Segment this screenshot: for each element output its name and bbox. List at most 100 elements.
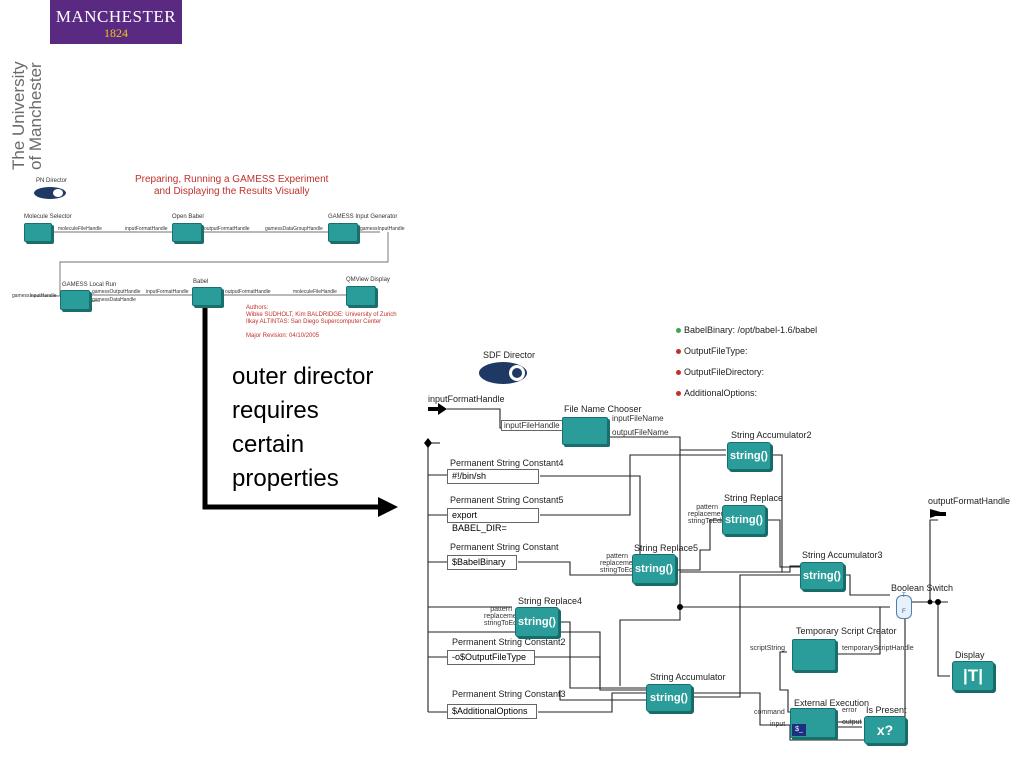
actor-label-babel: Babel — [193, 279, 209, 285]
port-label: gamessDataHandle — [92, 297, 136, 303]
string-accumulator-label: String Accumulator — [650, 672, 726, 682]
string-accumulator2-label: String Accumulator2 — [731, 430, 812, 440]
input-file-handle-box: inputFileHandle — [501, 420, 563, 431]
string-accumulator2-actor[interactable]: string() — [727, 442, 771, 470]
actor-open-babel[interactable] — [172, 223, 202, 242]
file-name-chooser-label: File Name Chooser — [564, 404, 642, 414]
is-present-label: Is Present — [866, 705, 907, 715]
boolean-switch-label: Boolean Switch — [891, 583, 954, 593]
actor-label-openbabel: Open Babel — [172, 214, 204, 220]
string-replace5-actor[interactable]: string() — [632, 554, 676, 584]
port-label: outputFormatHandle — [225, 289, 271, 295]
psc5-value[interactable]: export BABEL_DIR= — [447, 508, 539, 533]
port-label: replacement — [600, 560, 639, 567]
param-dot — [676, 349, 681, 355]
param-output-file-type[interactable]: OutputFileType: — [676, 346, 748, 356]
external-execution-actor[interactable]: $_ — [790, 708, 836, 738]
psc3-label: Permanent String Constant3 — [452, 689, 566, 699]
temp-script-creator-actor[interactable] — [792, 639, 836, 671]
string-replace-actor[interactable]: string() — [722, 505, 766, 535]
port-label: error — [842, 707, 857, 714]
display-label: Display — [955, 650, 985, 660]
port-label: replacement — [484, 613, 523, 620]
port-label: inputFormatHandle — [146, 289, 189, 295]
port-label: outputFileName — [612, 428, 669, 437]
param-additional-options[interactable]: AdditionalOptions: — [676, 388, 757, 398]
string-accumulator-actor[interactable]: string() — [646, 684, 692, 712]
param-dot — [676, 328, 681, 334]
port-label: temporaryScriptHandle — [842, 645, 914, 652]
port-label: pattern — [696, 504, 718, 511]
psc-label: Permanent String Constant — [450, 542, 559, 552]
switch-true-port: T — [902, 593, 906, 599]
logo-text: MANCHESTER — [55, 7, 177, 26]
string-replace5-label: String Replace5 — [634, 543, 699, 553]
port-label: inputFileName — [612, 414, 664, 423]
actor-label-gamessgen: GAMESS Input Generator — [328, 214, 398, 220]
actor-gamess-input-generator[interactable] — [328, 223, 358, 242]
sr-ports: pattern replacement stringToEdit — [688, 504, 727, 525]
param-babel-binary[interactable]: BabelBinary: /opt/babel-1.6/babel — [676, 325, 817, 335]
port-label: outputFormatHandle — [204, 226, 250, 232]
psc2-label: Permanent String Constant2 — [452, 637, 566, 647]
param-label: OutputFileType: — [684, 346, 748, 356]
psc-value[interactable]: $BabelBinary — [447, 555, 517, 570]
param-dot — [676, 391, 681, 397]
callout-line-4: properties — [232, 465, 339, 492]
port-label: pattern — [606, 553, 628, 560]
port-label: stringToEdit — [484, 620, 521, 627]
string-replace-label: String Replace — [724, 493, 784, 503]
authors-line-2: Ilkay ALTINTAS: San Diego Supercomputer … — [246, 319, 382, 325]
callout-line-3: certain — [232, 431, 305, 458]
port-label: stringToEdit — [688, 518, 725, 525]
port-label: gamessInputHandle — [360, 226, 405, 232]
psc5-label: Permanent String Constant5 — [450, 495, 564, 505]
actor-label-qmview: QMView Display — [346, 277, 390, 283]
port-label: gamessInputHandle — [12, 293, 57, 299]
switch-false-port: F — [902, 609, 906, 615]
psc4-label: Permanent String Constant4 — [450, 458, 564, 468]
port-label: replacement — [688, 511, 727, 518]
actor-molecule-selector[interactable] — [24, 223, 52, 242]
callout-line-2: requires — [232, 397, 319, 424]
port-label: stringToEdit — [600, 567, 637, 574]
port-label: moleculeFileHandle — [293, 289, 337, 295]
manchester-logo: MANCHESTER 1824 — [50, 0, 182, 44]
boolean-switch-actor[interactable]: T F — [896, 593, 912, 619]
file-name-chooser-actor[interactable] — [562, 417, 608, 445]
port-label: moleculeFileHandle — [58, 226, 102, 232]
authors-label: Authors: — [246, 305, 269, 311]
psc3-value[interactable]: $AdditionalOptions — [447, 704, 537, 719]
port-label: command — [754, 709, 785, 716]
pn-director-label: PN Director — [36, 178, 68, 184]
input-format-handle-label: inputFormatHandle — [428, 394, 505, 404]
workflow-title: Preparing, Running a GAMESS Experiment a… — [135, 174, 329, 197]
output-format-handle-label: outputFormatHandle — [928, 496, 1011, 506]
revision-label: Major Revision: 04/10/2005 — [246, 333, 320, 339]
actor-qmview-display[interactable] — [346, 286, 376, 306]
callout-line-1: outer director — [232, 363, 374, 390]
param-output-file-directory[interactable]: OutputFileDirectory: — [676, 367, 764, 377]
string-replace4-actor[interactable]: string() — [515, 607, 559, 637]
actor-babel[interactable] — [192, 287, 222, 306]
sdf-director-label: SDF Director — [483, 350, 536, 360]
psc4-value[interactable]: #!/bin/sh — [447, 469, 539, 484]
actor-gamess-local-run[interactable] — [60, 290, 90, 310]
callout-text: outer director requires certain properti… — [232, 360, 373, 496]
string-accumulator3-label: String Accumulator3 — [802, 550, 883, 560]
logo-year: 1824 — [104, 26, 128, 40]
param-label: BabelBinary: /opt/babel-1.6/babel — [684, 325, 818, 335]
display-actor[interactable]: |T| — [952, 661, 994, 691]
sr4-ports: pattern replacement stringToEdit — [484, 606, 523, 627]
string-accumulator3-actor[interactable]: string() — [800, 562, 844, 590]
port-label: input — [770, 721, 786, 728]
port-label: scriptString — [750, 645, 786, 652]
port-label: pattern — [490, 606, 512, 613]
psc2-value[interactable]: -o$OutputFileType — [447, 650, 535, 665]
is-present-actor[interactable]: x? — [864, 716, 906, 744]
actor-label-molecule: Molecule Selector — [24, 214, 72, 220]
string-replace4-label: String Replace4 — [518, 596, 583, 606]
authors-line-1: Wibke SUDHOLT, Kim BALDRIDGE: University… — [246, 312, 397, 318]
external-execution-label: External Execution — [794, 698, 870, 708]
